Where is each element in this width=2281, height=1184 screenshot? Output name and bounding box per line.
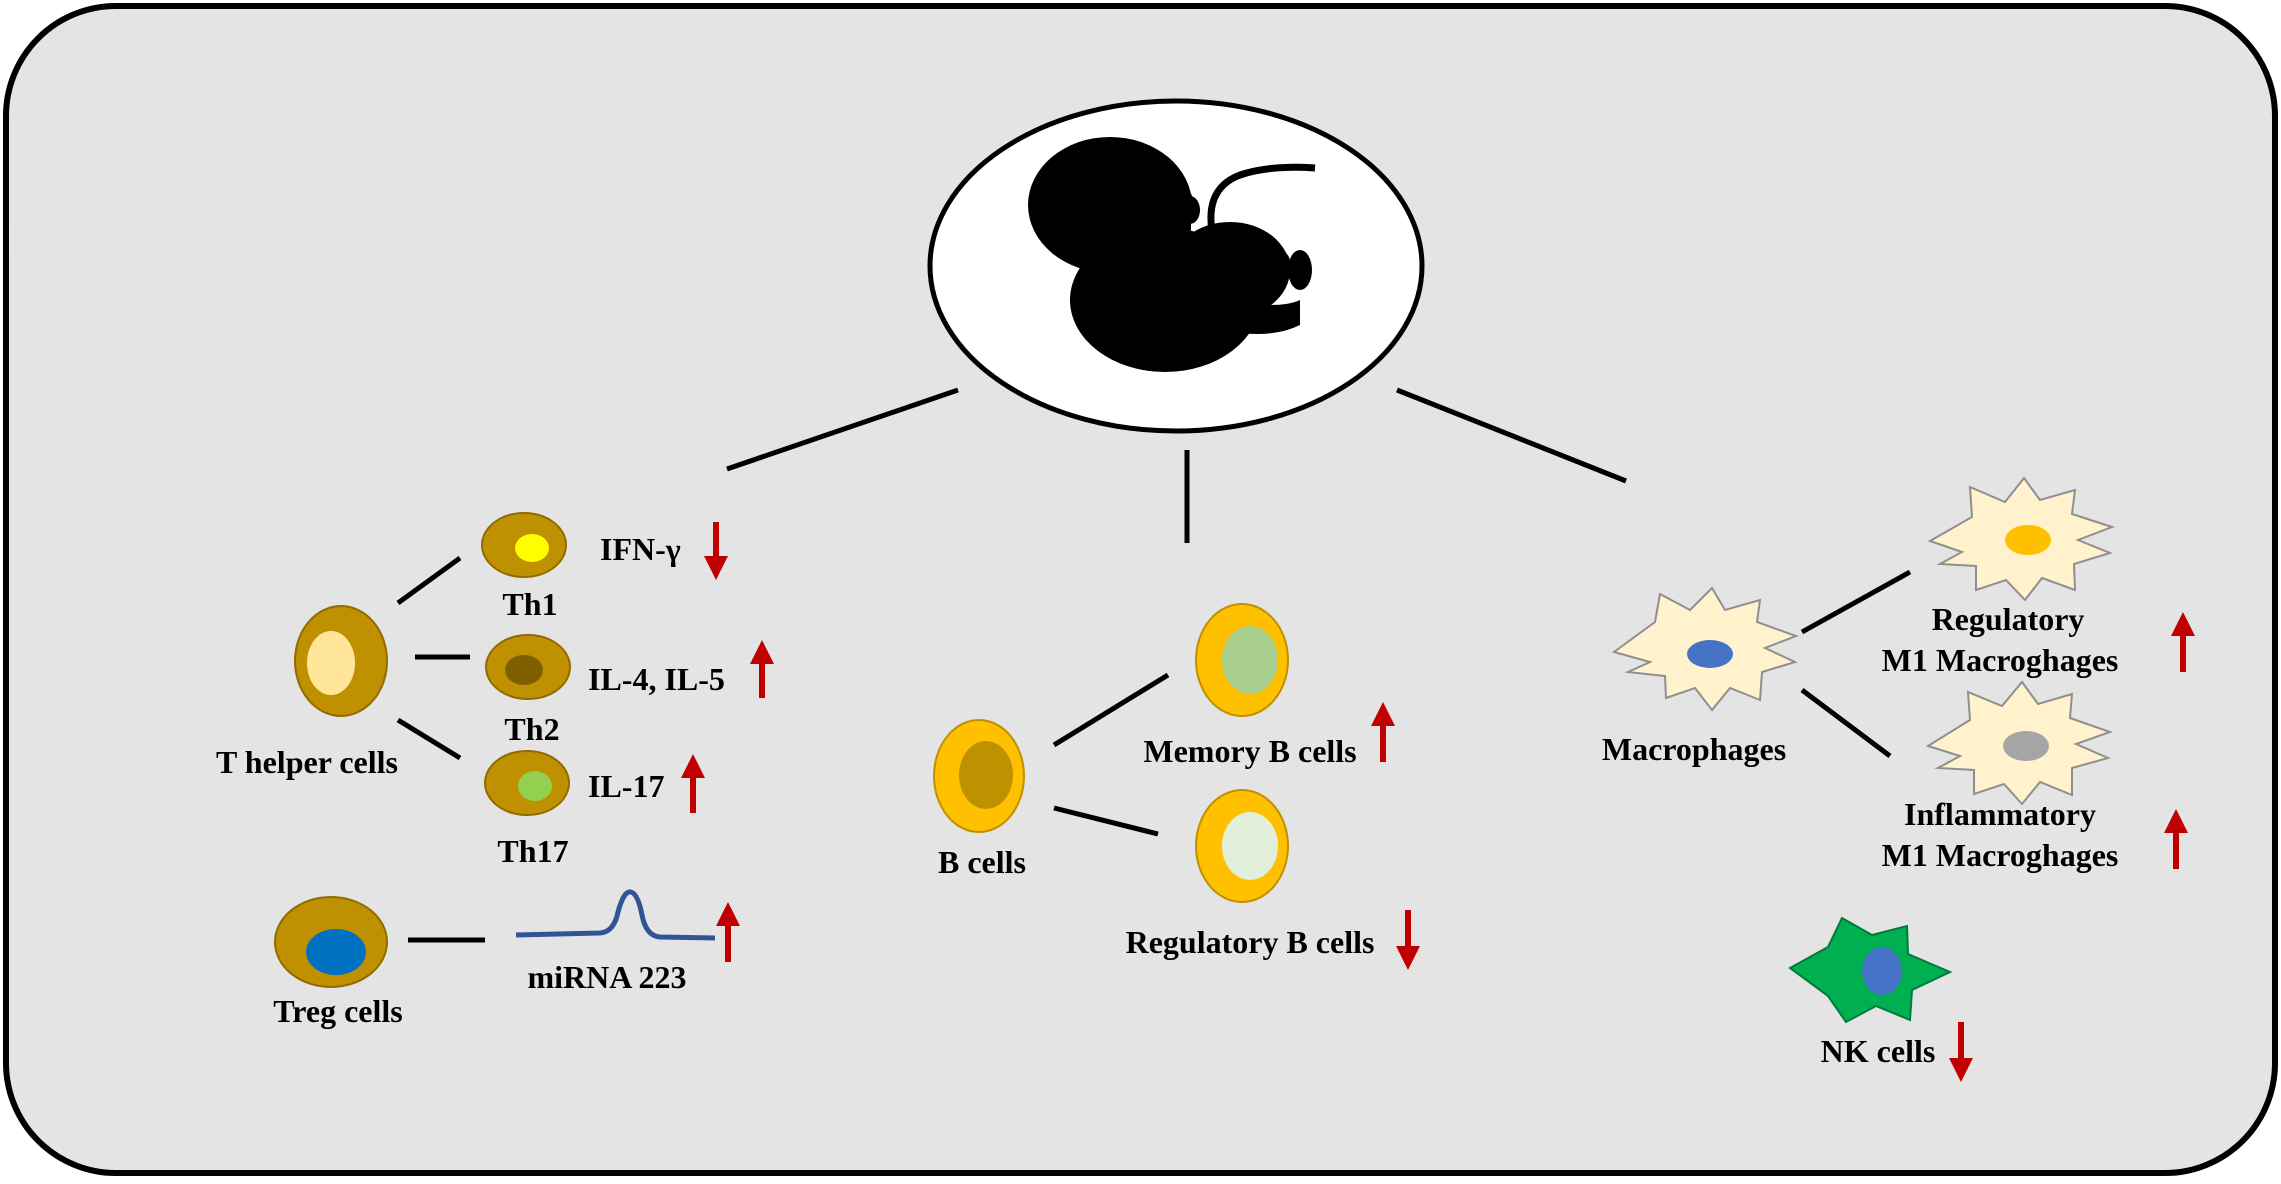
b-to-regulatory xyxy=(1053,805,1159,837)
memory-b-label: Memory B cells xyxy=(1143,733,1356,769)
regulatory-macrophage-line2: M1 Macroghages xyxy=(1882,642,2119,678)
th1-marker: IFN-γ xyxy=(600,531,681,567)
memory-b-nucleus xyxy=(1222,626,1278,694)
regulatory-b-label: Regulatory B cells xyxy=(1126,924,1375,960)
mirna-peak-icon xyxy=(515,889,716,941)
b-to-memory xyxy=(1052,672,1170,748)
th2-nucleus xyxy=(505,655,543,685)
fetus-group xyxy=(927,98,1425,434)
th2-marker: IL-4, IL-5 xyxy=(588,661,725,697)
inflammatory-macrophage-line2: M1 Macroghages xyxy=(1882,837,2119,873)
b-cell-label: B cells xyxy=(938,844,1026,880)
th1-nucleus xyxy=(515,534,549,562)
regulatory-macrophage-line1: Regulatory xyxy=(1932,601,2085,637)
macrophage-to-regulatory xyxy=(1800,569,1912,635)
t-helper-to-th1 xyxy=(396,555,462,606)
treg-label: Treg cells xyxy=(273,993,402,1029)
t-helper-to-th17 xyxy=(396,717,462,761)
nk-nucleus xyxy=(1862,947,1902,995)
th2-label: Th2 xyxy=(504,711,559,747)
b-cell-nucleus xyxy=(959,741,1013,809)
th17-nucleus xyxy=(518,771,552,801)
inflammatory-macrophage-line1: Inflammatory xyxy=(1904,796,2096,832)
th17-label: Th17 xyxy=(497,833,568,869)
macrophage-label: Macrophages xyxy=(1602,731,1786,767)
macrophage-to-inflammatory xyxy=(1800,688,1892,758)
b-cell-branch: B cells Memory B cells Regulatory B cell… xyxy=(933,603,1420,970)
th1-label: Th1 xyxy=(502,586,557,622)
regulatory-b-nucleus xyxy=(1222,812,1278,880)
fetus-icon xyxy=(1028,137,1312,372)
nk-label: NK cells xyxy=(1821,1033,1936,1069)
macrophage-nucleus xyxy=(1687,640,1733,668)
umbilical-cord xyxy=(1199,163,1316,304)
connector-left xyxy=(726,387,959,472)
background-panel xyxy=(3,3,2278,1176)
connector-right xyxy=(1396,387,1627,484)
t-helper-nucleus xyxy=(307,631,355,695)
th17-marker: IL-17 xyxy=(588,768,664,804)
t-helper-label: T helper cells xyxy=(216,744,398,780)
inflammatory-macrophage-nucleus xyxy=(2003,731,2049,761)
treg-nucleus xyxy=(306,929,366,975)
regulatory-macrophage-nucleus xyxy=(2005,525,2051,555)
mirna-label: miRNA 223 xyxy=(527,959,686,995)
t-cell-branch: T helper cells Th1 IFN-γ Th2 IL-4, IL-5 … xyxy=(216,512,774,1029)
macrophage-branch: Macrophages Regulatory M1 Macroghages In… xyxy=(1602,476,2195,1082)
